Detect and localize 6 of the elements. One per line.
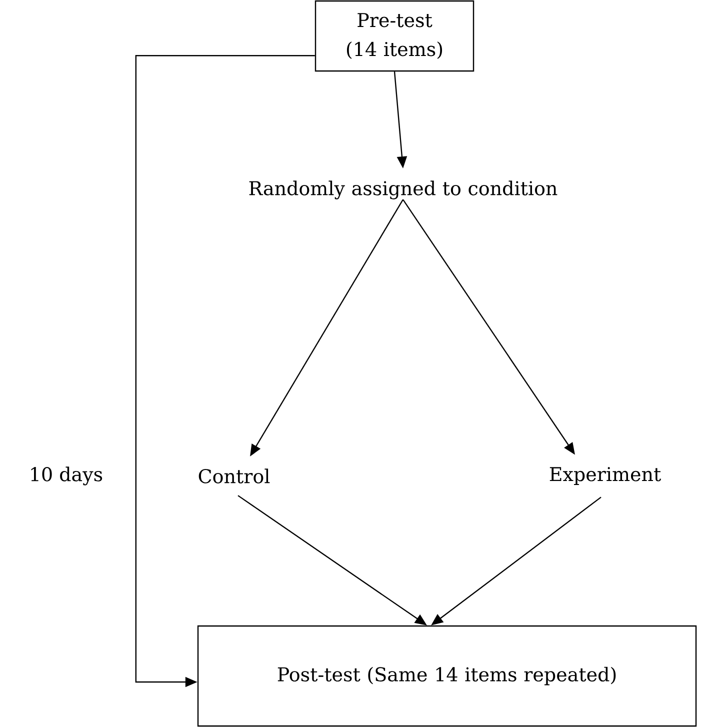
step-label: Control [198, 468, 270, 484]
edge-label: 10 days [26, 464, 106, 488]
step-label: Experiment [550, 467, 661, 485]
step-label: Randomly assigned to condition [249, 180, 558, 200]
process-box: Post-test (Same 14 items repeated) [197, 625, 697, 727]
process-box: Pre-test (14 items) [314, 0, 474, 72]
